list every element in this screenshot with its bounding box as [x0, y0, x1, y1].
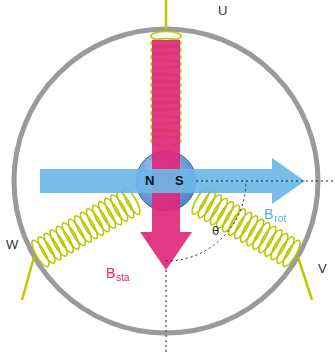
angle-symbol: θ [212, 224, 219, 237]
stator-field-arrow [140, 40, 192, 270]
coil-winding [41, 231, 64, 261]
coil-winding [250, 221, 273, 251]
coil-winding [96, 200, 119, 230]
coil-winding [35, 235, 58, 265]
pole-south: S [175, 174, 184, 187]
coil-winding [47, 228, 70, 258]
coil-winding [151, 32, 181, 41]
coil-winding [232, 210, 255, 240]
field-subscript: rot [274, 214, 286, 224]
coil-winding [78, 210, 101, 240]
phase-label: V [318, 262, 327, 275]
rotor: NS [136, 151, 196, 211]
coil-winding [114, 189, 137, 219]
coil-winding [280, 238, 303, 268]
phase-label: U [218, 4, 227, 17]
coil-winding [84, 207, 107, 237]
coil-winding [72, 214, 95, 244]
coil-winding [238, 214, 261, 244]
field-subscript: sta [116, 273, 129, 283]
coil-winding [90, 203, 113, 233]
coil-winding [226, 207, 249, 237]
field-symbol: B [106, 266, 115, 280]
coil-winding [102, 196, 125, 226]
coil-winding [268, 231, 291, 261]
phase-label: W [6, 238, 18, 251]
coil-winding [244, 217, 267, 247]
pole-north: N [145, 174, 154, 187]
coil-winding [29, 238, 52, 268]
coil-winding [201, 193, 224, 223]
phase-wires [22, 0, 312, 300]
coil-winding [65, 217, 88, 247]
coil-winding [256, 224, 279, 254]
coil-winding [274, 235, 297, 265]
coil-winding [59, 221, 82, 251]
reference-lines [166, 181, 333, 352]
rotor-field-arrow [40, 158, 305, 204]
coil-winding [53, 224, 76, 254]
coil-winding [220, 203, 243, 233]
coil-winding [207, 196, 230, 226]
field-symbol: B [264, 207, 273, 221]
coil-winding [108, 193, 131, 223]
coil-winding [195, 189, 218, 219]
coil-winding [262, 228, 285, 258]
